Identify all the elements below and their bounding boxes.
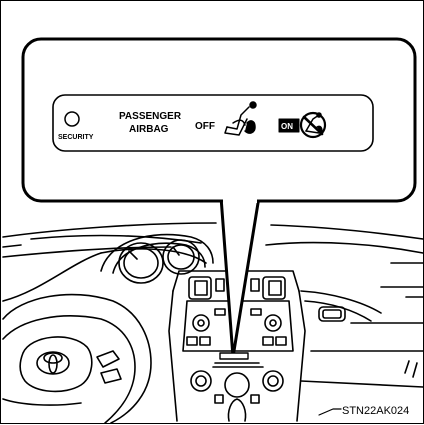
airbag-on-label: ON [281, 122, 293, 131]
airbag-off-label: OFF [195, 121, 215, 132]
dashboard-drawing [3, 223, 423, 423]
security-indicator-icon [65, 112, 79, 126]
callout-pointer [221, 197, 259, 357]
toyota-logo-icon [37, 352, 69, 374]
passenger-airbag-label-line2: AIRBAG [129, 124, 169, 135]
indicator-panel-location [220, 353, 248, 359]
passenger-seat-airbag-on-icon [301, 113, 325, 137]
passenger-airbag-label-line1: PASSENGER [119, 111, 182, 122]
figure-code: STN22AK024 [342, 405, 409, 417]
security-label: SECURITY [58, 134, 94, 141]
